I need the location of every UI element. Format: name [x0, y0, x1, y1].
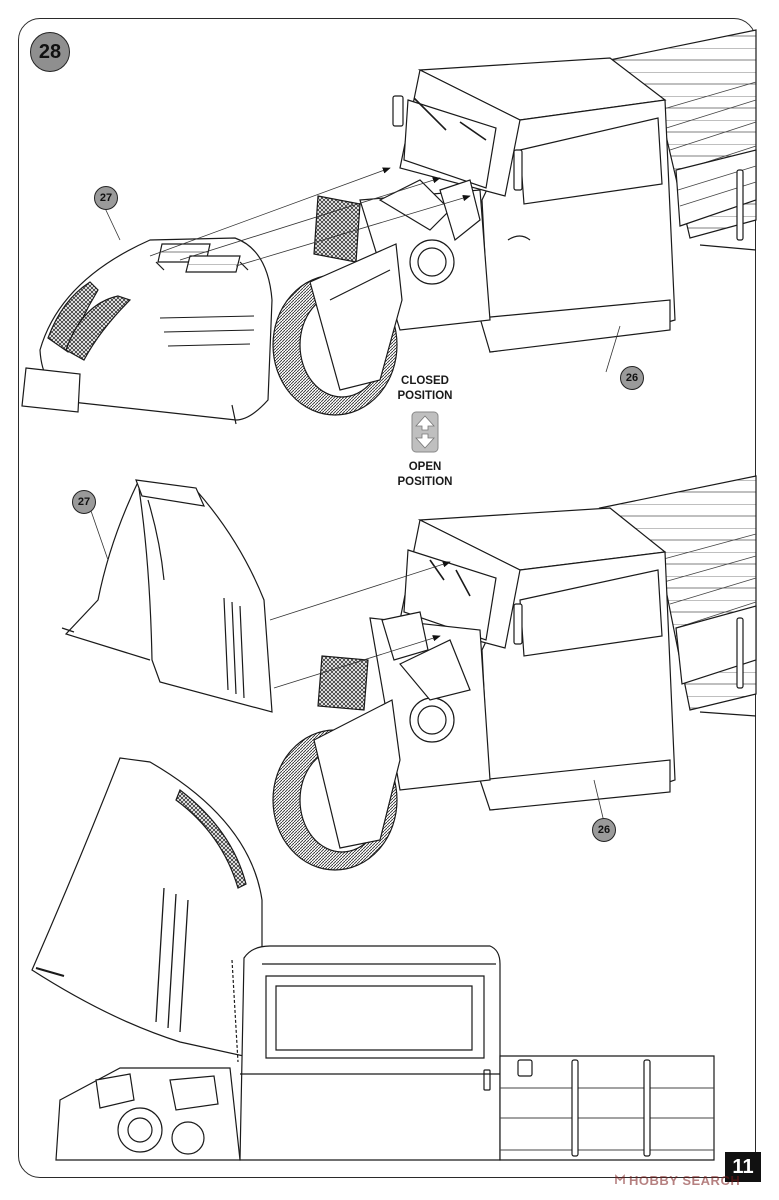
hobby-search-logo-icon [615, 1174, 625, 1184]
open-label-line1: OPEN [408, 461, 442, 473]
up-down-arrows-icon [411, 411, 439, 453]
cab-top [392, 57, 676, 353]
front-wheel-top [272, 243, 403, 416]
cargo-bed-side-detail [499, 1055, 715, 1161]
bonnet-part-27-mid [61, 479, 273, 713]
part-callout-27: 27 [72, 490, 96, 514]
part-callout-26: 26 [620, 366, 644, 390]
engine-mid [317, 611, 491, 791]
front-wheel-mid [272, 699, 401, 871]
engine-detail [55, 1067, 241, 1161]
detail-view [31, 757, 715, 1161]
bonnet-part-27-top [21, 237, 273, 425]
cab-side-detail [239, 945, 501, 1161]
part-callout-27: 27 [94, 186, 118, 210]
part-callout-26: 26 [592, 818, 616, 842]
guide-lines-top [103, 167, 621, 373]
closed-position-label: CLOSED POSITION [370, 374, 480, 404]
closed-label-line2: POSITION [397, 390, 453, 402]
raised-bonnet-detail [31, 757, 263, 1063]
open-position-view [61, 475, 757, 871]
page-number: 11 [725, 1152, 761, 1182]
watermark: HOBBY SEARCH [614, 1170, 740, 1190]
guide-lines-mid [89, 507, 605, 823]
open-position-label: OPEN POSITION [370, 460, 480, 490]
watermark-text: HOBBY SEARCH [629, 1172, 741, 1188]
step-number-badge: 28 [30, 32, 70, 72]
closed-label-line1: CLOSED [401, 375, 449, 387]
open-label-line2: POSITION [397, 476, 453, 488]
cab-mid [399, 507, 676, 811]
closed-position-view [21, 29, 757, 425]
